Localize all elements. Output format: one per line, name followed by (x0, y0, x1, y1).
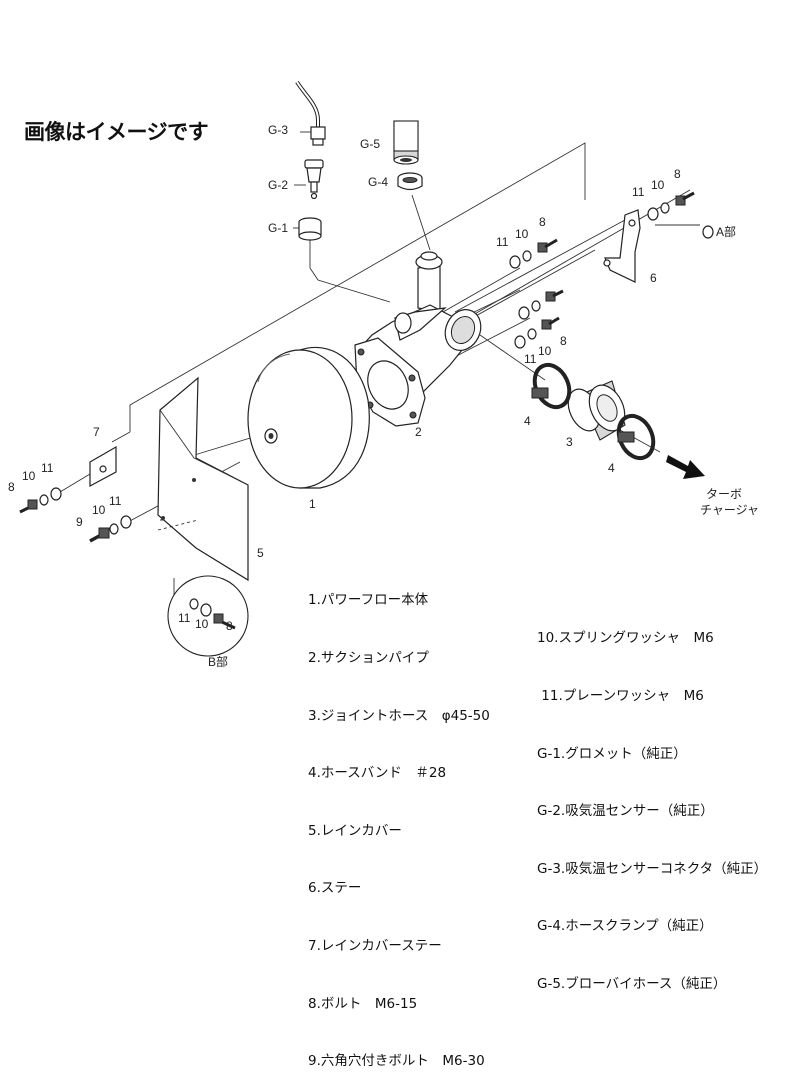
legend-item: 7.レインカバーステー (308, 937, 442, 954)
label-3: 3 (566, 435, 573, 449)
bolt-set-cover (89, 515, 132, 543)
label-a-part: A部 (716, 224, 736, 239)
grommet-g1 (293, 217, 322, 241)
suction-pipe (354, 251, 482, 427)
label-g4: G-4 (368, 175, 388, 189)
legend-item: 11.プレーンワッシャ M6 (537, 688, 704, 704)
label-10b: 10 (515, 227, 529, 241)
rain-cover-stay (89, 445, 117, 488)
bolt-set-pipe-upper (518, 289, 564, 320)
label-4b: 4 (608, 461, 615, 475)
legend-item: G-5.ブローバイホース（純正） (537, 975, 727, 992)
legend-item: G-3.吸気温センサーコネクタ（純正） (537, 860, 768, 877)
bolt-set-stay7 (19, 487, 62, 514)
label-g3: G-3 (268, 123, 288, 137)
rain-cover (157, 376, 249, 582)
label-11d: 11 (41, 461, 54, 475)
label-11c: 11 (524, 352, 537, 366)
a-part-washer (702, 225, 714, 239)
label-g1: G-1 (268, 221, 288, 235)
hose-band-left (531, 362, 572, 410)
legend-item: G-1.グロメット（純正） (537, 745, 687, 762)
b-part-detail (167, 575, 249, 657)
label-10a: 10 (651, 178, 665, 192)
label-1: 1 (309, 497, 316, 511)
label-11f: 11 (178, 611, 191, 625)
legend-item: 1.パワーフロー本体 (308, 592, 429, 609)
stay (603, 209, 641, 283)
label-10e: 10 (92, 503, 106, 517)
label-b-part: B部 (208, 654, 228, 669)
parts-legend-right: 10.スプリングワッシャ M6 11.プレーンワッシャ M6 G-1.グロメット… (537, 591, 767, 1013)
exploded-parts-diagram: G-3 G-2 G-1 G-5 G-4 A部 B部 ターボ チャージャ 1 2 … (8, 80, 759, 669)
bolt-set-stay-upper (647, 191, 695, 221)
callout-labels: G-3 G-2 G-1 G-5 G-4 A部 B部 ターボ チャージャ 1 2 … (8, 123, 759, 669)
label-2: 2 (415, 425, 422, 439)
joint-hose (567, 380, 626, 441)
label-9: 9 (76, 515, 83, 529)
hose-clamp-g4 (397, 172, 423, 191)
label-10f: 10 (195, 617, 209, 631)
label-g2: G-2 (268, 178, 288, 192)
label-11e: 11 (109, 494, 122, 508)
label-g5: G-5 (360, 137, 380, 151)
label-11b: 11 (496, 235, 509, 249)
power-flow-body (247, 346, 370, 489)
legend-item: 6.ステー (308, 880, 362, 897)
legend-item: 9.六角穴付きボルト M6-30 (308, 1053, 485, 1070)
label-8a: 8 (674, 167, 681, 181)
turbocharger-arrow (666, 455, 705, 479)
bolt-set-upper-mid (509, 238, 558, 269)
label-8e: 8 (226, 619, 233, 633)
label-11a: 11 (632, 185, 645, 199)
legend-item: 10.スプリングワッシャ M6 (537, 630, 714, 647)
label-6: 6 (650, 271, 657, 285)
diagram-canvas: G-3 G-2 G-1 G-5 G-4 A部 B部 ターボ チャージャ 1 2 … (8, 80, 759, 669)
label-7: 7 (93, 425, 100, 439)
parts-legend-left: 1.パワーフロー本体 2.サクションパイプ 3.ジョイントホース φ45-50 … (308, 553, 490, 1091)
legend-item: 5.レインカバー (308, 822, 402, 839)
legend-item: 8.ボルト M6-15 (308, 995, 418, 1012)
label-8d: 8 (8, 480, 15, 494)
label-10d: 10 (22, 469, 36, 483)
label-8c: 8 (560, 334, 567, 348)
image-notice-title: 画像はイメージです (24, 120, 209, 144)
label-10c: 10 (538, 344, 552, 358)
legend-item: G-2.吸気温センサー（純正） (537, 803, 714, 820)
label-5: 5 (257, 546, 264, 560)
hose-band-right (616, 413, 656, 461)
intake-temp-sensor-connector-g3 (295, 80, 326, 146)
legend-item: 3.ジョイントホース φ45-50 (308, 707, 490, 724)
blow-by-hose-g5 (393, 120, 419, 165)
intake-temp-sensor-g2 (294, 159, 324, 200)
legend-item: G-4.ホースクランプ（純正） (537, 918, 713, 935)
legend-item: 4.ホースバンド ＃28 (308, 765, 447, 782)
label-8b: 8 (539, 215, 546, 229)
label-4a: 4 (524, 414, 531, 428)
bolt-set-pipe-lower (514, 316, 560, 349)
label-turbo-2: チャージャ (700, 503, 759, 517)
label-turbo-1: ターボ (706, 487, 742, 501)
legend-item: 2.サクションパイプ (308, 650, 429, 666)
